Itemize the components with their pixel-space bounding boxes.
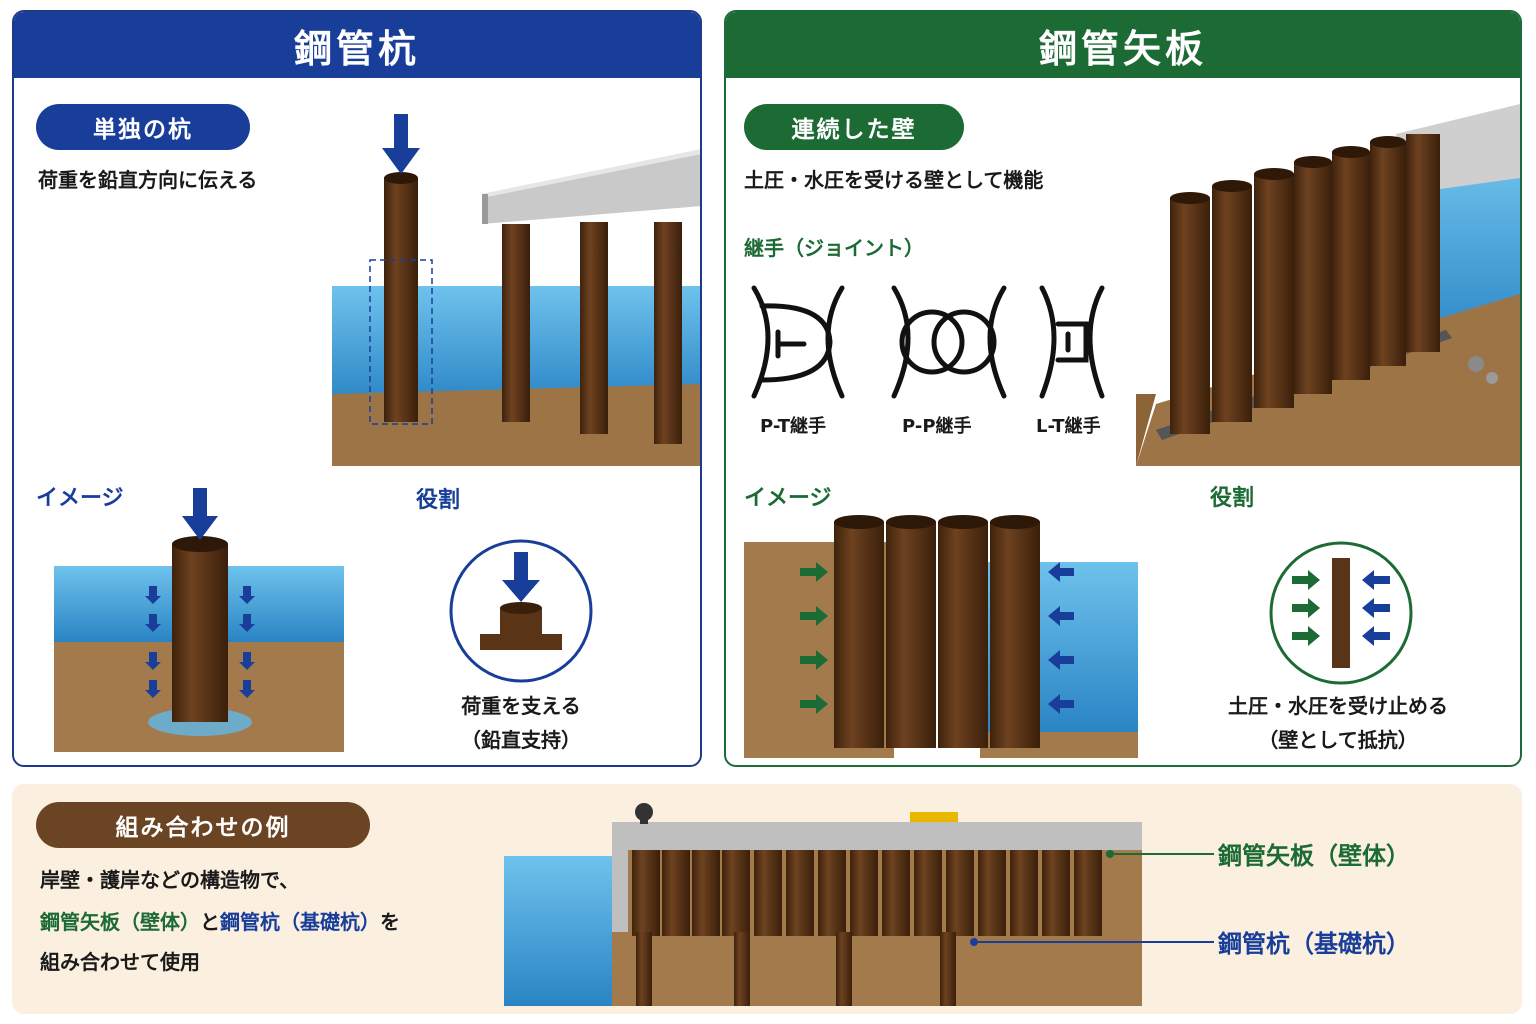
joint-label-pt: P-T継手 — [760, 416, 826, 437]
pile-role-caption-line1: 荷重を支える — [461, 694, 581, 718]
sheet-role-caption-line1: 土圧・水圧を受け止める — [1228, 694, 1448, 718]
joint-heading: 継手（ジョイント） — [744, 236, 924, 260]
sheet-description: 土圧・水圧を受ける壁として機能 — [744, 168, 1044, 192]
pile-panel: 鋼管杭 単独の杭 荷重を鉛直方向に伝える イメージ 役割 — [12, 10, 702, 767]
pile-role-caption-line2: （鉛直支持） — [461, 728, 581, 752]
continuous-wall-badge: 連続した壁 — [744, 104, 964, 150]
callout-sheet-pile: 鋼管矢板（壁体） — [1218, 842, 1410, 870]
pile-image-label: イメージ — [36, 486, 124, 511]
combo-sheet-term: 鋼管矢板（壁体） — [40, 910, 200, 934]
sheet-wall-illustration — [1136, 104, 1520, 466]
combo-line2: 鋼管矢板（壁体）と鋼管杭（基礎杭）を — [40, 906, 400, 935]
quay-cross-section — [504, 803, 1142, 1006]
callout-pile: 鋼管杭（基礎杭） — [1218, 930, 1410, 958]
joint-diagrams — [751, 285, 1105, 399]
combo-line3: 組み合わせて使用 — [40, 950, 200, 974]
sheet-pile-panel: 鋼管矢板 連続した壁 土圧・水圧を受ける壁として機能 継手（ジョイント） P-T… — [724, 10, 1522, 767]
joint-label-pp: P-P継手 — [902, 416, 972, 437]
sheet-role-caption-line2: （壁として抵抗） — [1258, 728, 1418, 752]
pile-image-illustration — [54, 488, 344, 752]
wall-resistance-icon — [1269, 541, 1413, 685]
sheet-callout-line — [1110, 853, 1214, 855]
joint-label-lt: L-T継手 — [1036, 416, 1101, 437]
sheet-role-label: 役割 — [1210, 486, 1255, 511]
pile-panel-title: 鋼管杭 — [14, 12, 700, 78]
combo-pile-term: 鋼管杭（基礎杭） — [220, 910, 380, 934]
combo-suffix: を — [380, 910, 400, 934]
pile-callout-line — [978, 941, 1214, 943]
vertical-support-icon — [449, 539, 593, 683]
combo-line1: 岸壁・護岸などの構造物で、 — [40, 868, 300, 892]
combination-badge: 組み合わせの例 — [36, 802, 370, 848]
combo-connector: と — [200, 910, 220, 934]
single-pile-badge: 単独の杭 — [36, 104, 250, 150]
sheet-image-illustration — [744, 515, 1138, 758]
sheet-panel-title: 鋼管矢板 — [726, 12, 1520, 78]
pile-description: 荷重を鉛直方向に伝える — [38, 168, 258, 192]
sheet-image-label: イメージ — [744, 486, 832, 511]
pier-illustration — [332, 114, 700, 466]
combination-panel: 組み合わせの例 岸壁・護岸などの構造物で、 鋼管矢板（壁体）と鋼管杭（基礎杭）を… — [12, 784, 1522, 1014]
pile-role-label: 役割 — [416, 488, 461, 513]
